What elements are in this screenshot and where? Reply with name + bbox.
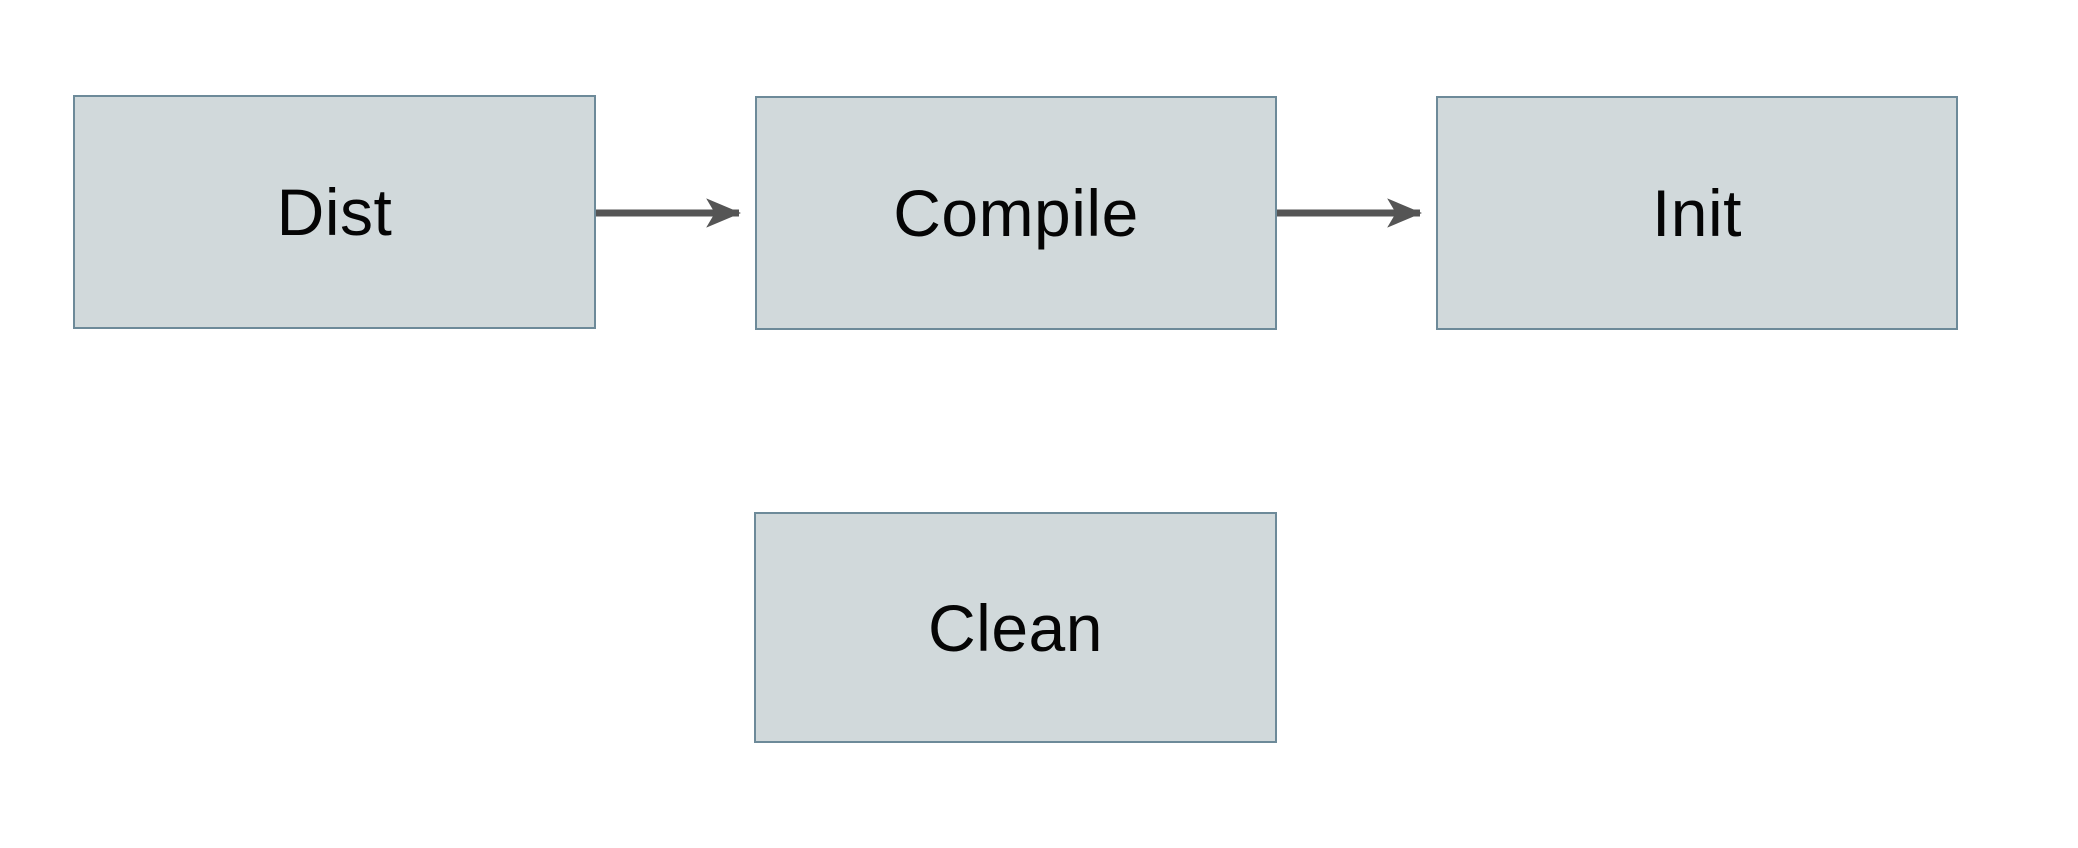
node-init[interactable]: Init	[1436, 96, 1958, 330]
node-compile[interactable]: Compile	[755, 96, 1277, 330]
node-dist[interactable]: Dist	[73, 95, 596, 329]
node-init-label: Init	[1651, 176, 1743, 250]
node-dist-label: Dist	[276, 175, 393, 249]
node-clean[interactable]: Clean	[754, 512, 1277, 743]
node-clean-label: Clean	[928, 590, 1103, 665]
node-compile-label: Compile	[893, 176, 1139, 250]
